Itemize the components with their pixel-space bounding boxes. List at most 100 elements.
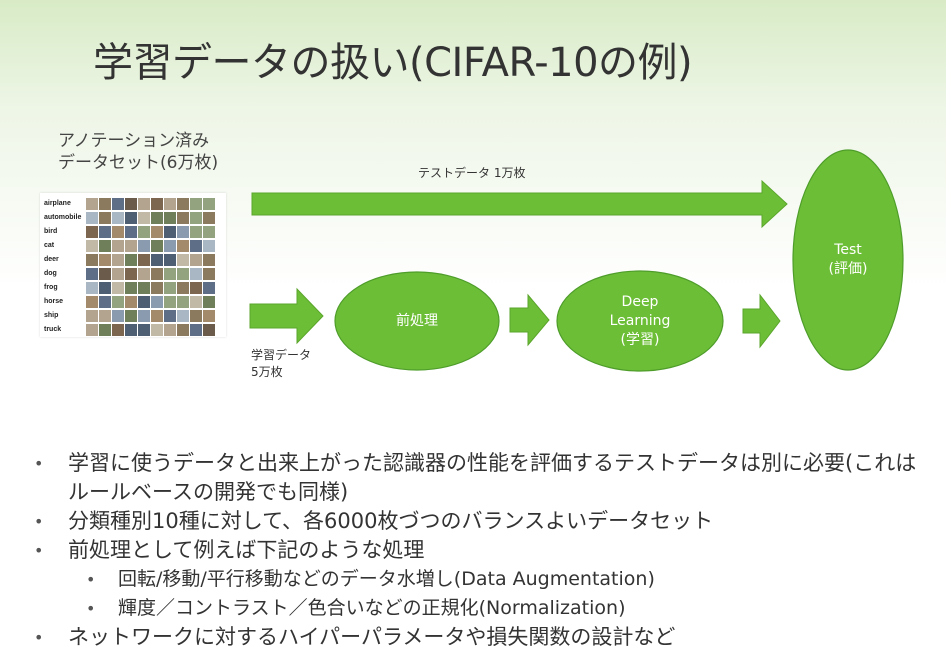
sample-image-thumbnail	[125, 198, 137, 210]
sample-image-thumbnail	[203, 240, 215, 252]
training-data-label-line2: 5万枚	[251, 365, 283, 379]
sample-image-thumbnail	[177, 254, 189, 266]
sample-image-thumbnail	[164, 212, 176, 224]
sample-image-thumbnail	[151, 198, 163, 210]
sample-image-thumbnail	[151, 226, 163, 238]
sample-image-thumbnail	[190, 282, 202, 294]
class-label: truck	[44, 326, 62, 333]
sample-image-thumbnail	[86, 310, 98, 322]
sample-image-thumbnail	[125, 268, 137, 280]
test-node	[792, 149, 904, 371]
training-data-arrow	[249, 287, 324, 345]
sample-image-thumbnail	[125, 254, 137, 266]
sample-thumbnails	[86, 226, 215, 238]
sample-thumbnails	[86, 240, 215, 252]
sample-image-thumbnail	[112, 226, 124, 238]
class-label: dog	[44, 270, 57, 277]
bullet-dot-icon: •	[34, 628, 44, 647]
preprocess-node	[334, 271, 500, 371]
deep-learning-label-line1: Deep	[621, 294, 659, 310]
class-label: automobile	[44, 214, 82, 221]
sample-image-thumbnail	[86, 212, 98, 224]
class-row: horse	[40, 295, 226, 308]
dataset-caption-line1: アノテーション済み	[58, 131, 210, 151]
sample-image-thumbnail	[190, 310, 202, 322]
bullet-text: 回転/移動/平行移動などのデータ水増し(Data Augmentation)	[118, 568, 655, 590]
sample-image-thumbnail	[203, 324, 215, 336]
class-row: airplane	[40, 197, 226, 210]
sample-image-thumbnail	[190, 268, 202, 280]
sample-image-thumbnail	[138, 310, 150, 322]
sample-image-thumbnail	[203, 310, 215, 322]
sample-image-thumbnail	[151, 254, 163, 266]
deep-learning-label: Deep Learning (学習)	[580, 293, 700, 350]
bullet-text: 学習に使うデータと出来上がった認識器の性能を評価するテストデータは別に必要(これ…	[68, 451, 917, 504]
sample-image-thumbnail	[112, 240, 124, 252]
sample-image-thumbnail	[99, 282, 111, 294]
class-label: deer	[44, 256, 59, 263]
sample-image-thumbnail	[164, 254, 176, 266]
class-row: frog	[40, 281, 226, 294]
test-label: Test (評価)	[808, 241, 888, 279]
sample-image-thumbnail	[112, 324, 124, 336]
sample-image-thumbnail	[125, 212, 137, 224]
deep-learning-label-line2: Learning	[609, 313, 671, 329]
sample-image-thumbnail	[138, 296, 150, 308]
cifar-sample-grid: airplane automobile bird cat deer dog fr…	[40, 193, 226, 337]
class-row: truck	[40, 323, 226, 336]
class-row: cat	[40, 239, 226, 252]
sample-image-thumbnail	[99, 268, 111, 280]
sample-image-thumbnail	[164, 226, 176, 238]
sample-image-thumbnail	[164, 296, 176, 308]
sample-image-thumbnail	[190, 324, 202, 336]
sample-image-thumbnail	[203, 268, 215, 280]
sample-thumbnails	[86, 198, 215, 210]
sample-image-thumbnail	[164, 268, 176, 280]
sample-image-thumbnail	[99, 226, 111, 238]
sample-image-thumbnail	[177, 198, 189, 210]
sample-image-thumbnail	[112, 296, 124, 308]
sample-image-thumbnail	[164, 324, 176, 336]
bullet-dot-icon: •	[34, 454, 44, 473]
sample-image-thumbnail	[151, 310, 163, 322]
bullet-text: 前処理として例えば下記のような処理	[68, 538, 425, 562]
sample-thumbnails	[86, 268, 215, 280]
class-row: bird	[40, 225, 226, 238]
sample-image-thumbnail	[112, 198, 124, 210]
sample-image-thumbnail	[203, 254, 215, 266]
class-label: cat	[44, 242, 55, 249]
sample-image-thumbnail	[99, 324, 111, 336]
sub-bullet-item: •輝度／コントラスト／色合いなどの正規化(Normalization)	[34, 594, 934, 623]
sample-image-thumbnail	[86, 296, 98, 308]
bullet-item: •前処理として例えば下記のような処理	[34, 536, 934, 565]
sample-image-thumbnail	[86, 240, 98, 252]
sample-image-thumbnail	[112, 310, 124, 322]
sample-image-thumbnail	[203, 296, 215, 308]
sample-image-thumbnail	[151, 296, 163, 308]
sample-image-thumbnail	[203, 226, 215, 238]
sample-image-thumbnail	[177, 282, 189, 294]
bullet-text: ネットワークに対するハイパーパラメータや損失関数の設計など	[68, 625, 676, 649]
sample-image-thumbnail	[86, 268, 98, 280]
bullet-text: 分類種別10種に対して、各6000枚づつのバランスよいデータセット	[68, 509, 714, 533]
sample-image-thumbnail	[177, 212, 189, 224]
sample-image-thumbnail	[99, 240, 111, 252]
sample-image-thumbnail	[190, 226, 202, 238]
sample-image-thumbnail	[164, 198, 176, 210]
preprocess-to-learning-arrow	[509, 293, 550, 347]
bullet-dot-icon: •	[86, 570, 96, 589]
deep-learning-label-line3: (学習)	[620, 332, 660, 348]
class-label: horse	[44, 298, 64, 305]
class-row: deer	[40, 253, 226, 266]
sample-image-thumbnail	[99, 212, 111, 224]
sample-image-thumbnail	[151, 282, 163, 294]
training-data-label-line1: 学習データ	[251, 348, 312, 362]
slide-title: 学習データの扱い(CIFAR-10の例)	[93, 40, 693, 86]
sub-bullet-item: • 回転/移動/平行移動などのデータ水増し(Data Augmentation)	[34, 565, 934, 594]
sample-image-thumbnail	[177, 324, 189, 336]
sample-image-thumbnail	[138, 198, 150, 210]
sample-image-thumbnail	[125, 282, 137, 294]
sample-image-thumbnail	[138, 240, 150, 252]
dataset-caption: アノテーション済み データセット(6万枚)	[58, 130, 218, 174]
sample-image-thumbnail	[164, 282, 176, 294]
